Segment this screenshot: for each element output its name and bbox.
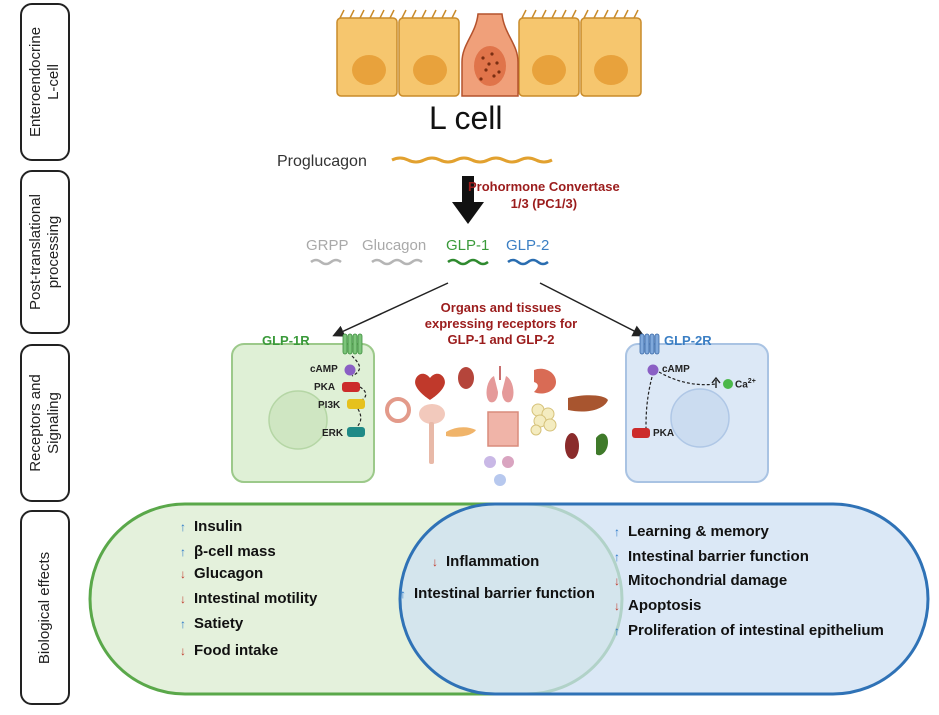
effect-left-4: ↑Satiety [180, 615, 244, 632]
down-arrow-icon: ↓ [614, 599, 620, 613]
side-label-text: Post-translational processing [27, 194, 62, 310]
glp1r-label: GLP-1R [262, 333, 310, 348]
glp2-effects-oval [398, 502, 930, 696]
heart-icon [415, 373, 445, 400]
proglucagon-label: Proglucagon [277, 153, 367, 170]
up-arrow-icon: ↑ [180, 545, 186, 559]
up-arrow-icon: ↑ [180, 520, 186, 534]
glp1-strand [447, 258, 489, 266]
blood-cells-icon [484, 456, 514, 486]
l-cell-title: L cell [429, 100, 503, 136]
enzyme-label-line2: 1/3 (PC1/3) [510, 196, 578, 211]
glp2r-camp: cAMP [662, 364, 690, 375]
side-label-text: Biological effects [36, 551, 53, 664]
down-arrow-icon: ↓ [614, 574, 620, 588]
down-arrow-icon: ↓ [180, 592, 186, 606]
cleavage-arrow [452, 176, 484, 224]
arrow-to-glp2r [539, 282, 645, 337]
up-arrow-icon: ↑ [614, 525, 620, 539]
glp1r-cell [231, 333, 375, 483]
organs-title: Organs and tissues expressing receptors … [424, 300, 578, 347]
up-arrow-icon: ↑ [614, 624, 620, 638]
fragment-grpp: GRPP [306, 237, 349, 254]
fragment-glucagon: Glucagon [362, 237, 427, 254]
fragment-glp2: GLP-2 [506, 237, 550, 254]
epithelium-cells [336, 9, 642, 97]
effect-left-5: ↓Food intake [180, 642, 279, 659]
arrow-to-glp1r [332, 282, 449, 337]
down-arrow-icon: ↓ [180, 644, 186, 658]
gallbladder-icon [596, 433, 608, 456]
effect-right-1: ↑Intestinal barrier function [614, 548, 809, 565]
down-arrow-icon: ↓ [432, 555, 438, 569]
effect-left-3: ↓Intestinal motility [180, 590, 318, 607]
liver-icon [568, 395, 608, 412]
stomach-icon [534, 368, 556, 394]
effect-left-2: ↓Glucagon [180, 565, 264, 582]
pancreas-icon [446, 427, 476, 437]
effect-right-0: ↑Learning & memory [614, 523, 769, 540]
kidney-icon [458, 367, 474, 389]
effect-right-3: ↓Apoptosis [614, 597, 702, 614]
up-arrow-icon: ↑ [400, 587, 406, 601]
vessel-icon [385, 397, 411, 423]
side-label-effects: Biological effects [20, 510, 70, 705]
organ-icons [385, 366, 608, 486]
glp2r-cell [625, 333, 769, 483]
side-label-enteroendocrine: Enteroendocrine L-cell [20, 3, 70, 161]
lungs-icon [486, 366, 514, 403]
spleen-icon [565, 433, 579, 459]
l-cell-drawing [461, 13, 519, 97]
intestine-icon [487, 411, 519, 447]
glp1r-camp: cAMP [310, 364, 338, 375]
effect-right-2: ↓Mitochondrial damage [614, 572, 788, 589]
side-label-text: Enteroendocrine L-cell [27, 26, 62, 138]
enzyme-label-line1: Prohormone Convertase [468, 179, 620, 194]
glp1r-pi3k: PI3K [318, 400, 341, 411]
fragment-glp1: GLP-1 [446, 237, 490, 254]
brain-icon [419, 404, 445, 464]
side-label-processing: Post-translational processing [20, 170, 70, 334]
glp2r-label: GLP-2R [664, 333, 712, 348]
side-label-text: Receptors and Signaling [27, 374, 62, 472]
calcium-charge: 2+ [747, 378, 756, 385]
effect-left-1: ↑β-cell mass [180, 543, 276, 560]
adipose-icon [530, 403, 557, 436]
calcium-symbol: Ca [735, 379, 748, 391]
enzyme-label: Prohormone Convertase 1/3 (PC1/3) [468, 178, 620, 212]
effect-shared-0: ↓Inflammation [432, 553, 540, 570]
glp2-strand [507, 258, 549, 266]
down-arrow-icon: ↓ [180, 567, 186, 581]
up-arrow-icon: ↑ [180, 617, 186, 631]
glp2r-calcium: Ca2+ [735, 378, 756, 390]
grpp-strand [310, 258, 342, 266]
glp1r-pka: PKA [314, 382, 336, 393]
effect-right-4: ↑Proliferation of intestinal epithelium [614, 622, 884, 639]
effect-left-0: ↑Insulin [180, 518, 243, 535]
glp2r-pka: PKA [653, 428, 675, 439]
glucagon-strand [371, 258, 423, 266]
glp1r-erk: ERK [322, 428, 344, 439]
side-label-signaling: Receptors and Signaling [20, 344, 70, 502]
effect-shared-1: ↑Intestinal barrier function [400, 585, 595, 602]
proglucagon-strand [391, 156, 553, 164]
up-arrow-icon: ↑ [614, 550, 620, 564]
